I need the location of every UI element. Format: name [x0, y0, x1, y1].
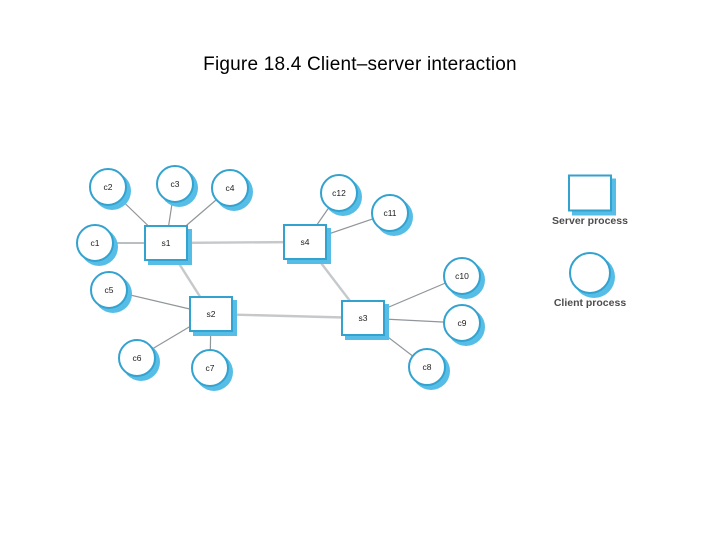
node-s2: s2 [189, 296, 233, 332]
node-label: c2 [103, 181, 113, 192]
figure-title: Figure 18.4 Client–server interaction [203, 54, 517, 75]
node-c9: c9 [443, 304, 481, 342]
node-c11: c11 [371, 194, 409, 232]
node-label: s1 [161, 237, 171, 248]
node-label: s2 [206, 308, 216, 319]
node-label: c11 [383, 207, 397, 218]
node-label: c10 [455, 270, 469, 281]
node-label: c6 [132, 352, 142, 363]
node-s1: s1 [144, 225, 188, 261]
node-c10: c10 [443, 257, 481, 295]
node-c5: c5 [90, 271, 128, 309]
node-c8: c8 [408, 348, 446, 386]
node-c4: c4 [211, 169, 249, 207]
node-s3: s3 [341, 300, 385, 336]
node-c6: c6 [118, 339, 156, 377]
node-label: c5 [104, 284, 114, 295]
node-label: c3 [170, 178, 180, 189]
node-c7: c7 [191, 349, 229, 387]
node-label: s3 [358, 312, 368, 323]
node-c12: c12 [320, 174, 358, 212]
legend-client-shape [569, 252, 611, 294]
node-label: s4 [300, 236, 310, 247]
node-label: c12 [332, 187, 346, 198]
node-label: c7 [205, 362, 215, 373]
node-s4: s4 [283, 224, 327, 260]
link-s2-s3 [210, 312, 364, 320]
node-label: c1 [90, 237, 100, 248]
node-label: c4 [225, 182, 235, 193]
node-label: c8 [422, 361, 432, 372]
node-c1: c1 [76, 224, 114, 262]
legend-server-label: Server process [552, 215, 628, 227]
node-c3: c3 [156, 165, 194, 203]
node-c2: c2 [89, 168, 127, 206]
legend-client-label: Client process [553, 297, 627, 309]
node-label: c9 [457, 317, 467, 328]
legend-server-shape [568, 174, 612, 212]
link-s1-s4 [165, 240, 306, 245]
